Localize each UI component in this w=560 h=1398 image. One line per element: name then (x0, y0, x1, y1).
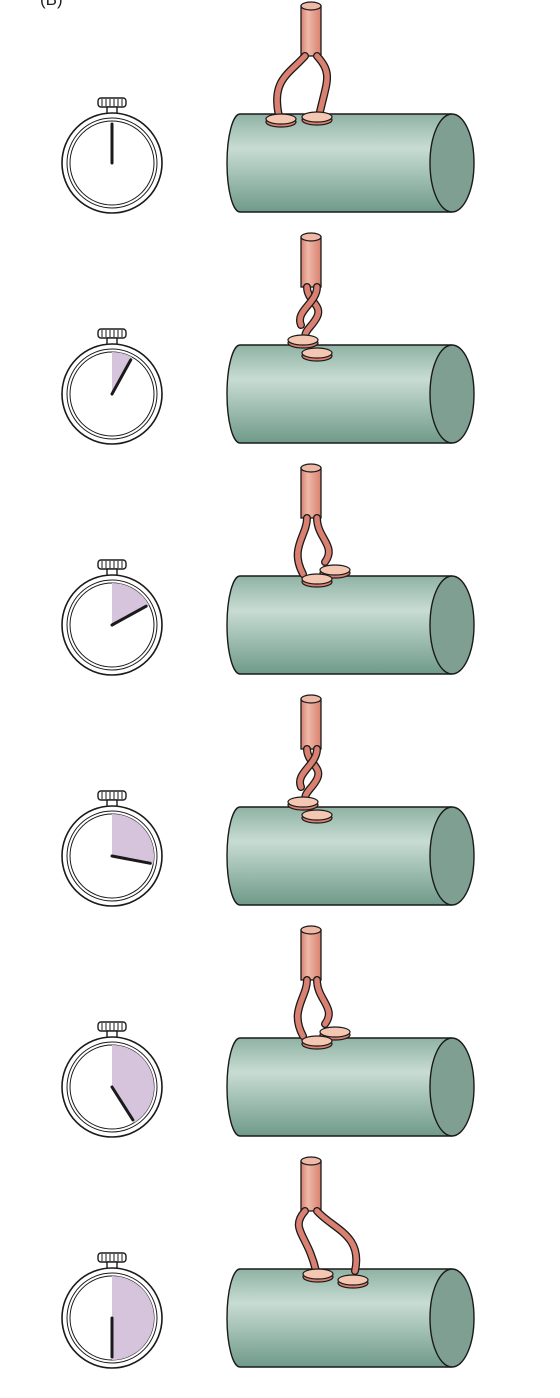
motor-leg-left (274, 53, 308, 119)
motor-stalk-top (300, 1156, 322, 1166)
stage-row (61, 1156, 475, 1369)
cylinder-body (226, 113, 452, 213)
cylinder-body (226, 575, 452, 675)
stopwatch-icon (61, 559, 163, 676)
motor-stalk (300, 929, 322, 981)
elapsed-sector (112, 814, 155, 864)
stopwatch-hand (110, 358, 133, 396)
filament-cylinder (226, 344, 475, 444)
motor-stalk-top (300, 694, 322, 704)
stage-row (61, 925, 475, 1138)
filament-cylinder (226, 806, 475, 906)
motor-leg-right (314, 1208, 360, 1274)
motor-leg-left (296, 1208, 319, 1274)
filament-cylinder (226, 113, 475, 213)
cylinder-end (429, 806, 475, 906)
motor-stalk (300, 467, 322, 519)
stopwatch-hand (110, 1085, 135, 1122)
motor-stalk (300, 236, 322, 288)
motor-protein (265, 1, 333, 128)
motor-leg-right (297, 284, 320, 328)
motor-foot-right (301, 809, 333, 821)
stage-row (61, 694, 475, 907)
motor-stalk (300, 5, 322, 57)
stopwatch-icon (61, 97, 163, 214)
filament-cylinder (226, 1037, 475, 1137)
motor-protein (287, 232, 333, 362)
cylinder-body (226, 1268, 452, 1368)
motor-protein (294, 1156, 369, 1289)
motor-leg-right (314, 515, 332, 565)
motor-stalk-top (300, 463, 322, 473)
motor-foot-left (287, 334, 319, 346)
motor-protein (287, 694, 333, 824)
motor-leg-right (314, 53, 330, 119)
cylinder-end (429, 344, 475, 444)
stopwatch-icon (61, 328, 163, 445)
cylinder-body (226, 806, 452, 906)
stage-row (61, 463, 475, 676)
motor-foot-right (319, 564, 351, 576)
motor-foot-left (265, 113, 297, 125)
cylinder-end (429, 1268, 475, 1368)
motor-protein (293, 925, 351, 1050)
filament-cylinder (226, 1268, 475, 1368)
motor-foot-right (301, 347, 333, 359)
motor-leg-right (314, 977, 332, 1027)
stopwatch-icon (61, 1252, 163, 1369)
elapsed-sector (112, 583, 149, 625)
motor-foot-left (301, 1035, 333, 1047)
stage-rows (61, 1, 475, 1369)
motor-foot-left (301, 573, 333, 585)
stopwatch-icon (61, 1021, 163, 1138)
motor-foot-right (319, 1026, 351, 1038)
stopwatch-icon (61, 790, 163, 907)
cylinder-end (429, 575, 475, 675)
elapsed-sector (112, 1276, 154, 1360)
stage-row (61, 232, 475, 445)
motor-foot-left (302, 1268, 334, 1280)
stage-row (61, 1, 475, 214)
motor-stalk-top (300, 232, 322, 242)
motor-stalk (300, 698, 322, 750)
motor-leg-right (297, 746, 320, 790)
cylinder-end (429, 113, 475, 213)
motor-protein (293, 463, 351, 588)
motor-foot-right (337, 1274, 369, 1286)
cylinder-body (226, 1037, 452, 1137)
stopwatch-hand (110, 604, 148, 627)
filament-cylinder (226, 575, 475, 675)
motor-leg-left (295, 977, 310, 1039)
cylinder-body (226, 344, 452, 444)
panel-label: (B) (40, 0, 63, 8)
motor-stalk (300, 1160, 322, 1212)
motor-leg-left (295, 515, 310, 577)
motor-stalk-top (300, 1, 322, 11)
motor-stalk-top (300, 925, 322, 935)
motor-foot-left (287, 796, 319, 808)
motor-foot-right (301, 111, 333, 123)
cylinder-end (429, 1037, 475, 1137)
stopwatch-hand (110, 854, 152, 865)
